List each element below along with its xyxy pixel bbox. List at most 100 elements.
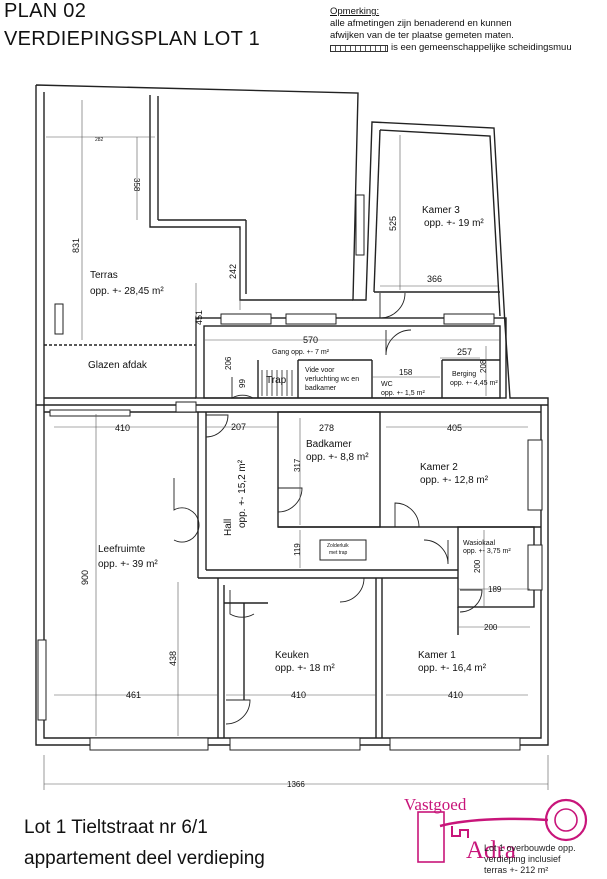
door-icon xyxy=(173,478,200,543)
dim-200-wasiokaal: 200 xyxy=(473,559,482,573)
zolderluik-label-2: met trap xyxy=(329,550,348,556)
logo-door-icon xyxy=(417,811,445,863)
window xyxy=(54,303,64,335)
zolderluik xyxy=(319,539,367,561)
window xyxy=(89,737,209,751)
kamer3-label: Kamer 3 xyxy=(422,205,460,216)
gang-inner xyxy=(203,325,501,399)
door-icon xyxy=(229,590,255,618)
dim-831: 831 xyxy=(71,238,81,253)
dim-99: 99 xyxy=(238,379,247,388)
hall-area: opp. +- 15,2 m² xyxy=(237,459,248,528)
kamer1-area: opp. +- 16,4 m² xyxy=(418,663,487,674)
dim-525: 525 xyxy=(388,216,398,231)
vide-label-1: Vide voor xyxy=(305,367,335,374)
dim-405: 405 xyxy=(447,423,462,433)
vide-label-3: badkamer xyxy=(305,385,337,392)
door-icon xyxy=(225,699,251,725)
vastgoed-logo: Vastgoed Adra Lot 1 overbouwde opp. verd… xyxy=(404,795,588,875)
dim-410-kamer1: 410 xyxy=(448,690,463,700)
logo-note-3: terras +- 212 m² xyxy=(484,865,548,875)
window xyxy=(220,313,272,325)
logo-note-2: verdieping inclusief xyxy=(484,854,561,864)
terras-wall xyxy=(149,95,353,301)
dim-278: 278 xyxy=(319,423,334,433)
dim-438: 438 xyxy=(168,651,178,666)
dim-207: 207 xyxy=(231,422,246,432)
zolderluik-label-1: Zolderluik xyxy=(327,543,349,549)
dimension-lines xyxy=(43,100,549,790)
dim-119: 119 xyxy=(293,543,302,556)
remark-line-2: afwijken van de ter plaatse gemeten mate… xyxy=(330,30,514,41)
footer-description: appartement deel verdieping xyxy=(24,848,265,869)
kamer3-wall xyxy=(379,129,501,317)
dim-461: 461 xyxy=(126,690,141,700)
door-icon xyxy=(459,589,483,613)
logo-note-1: Lot 1 overbouwde opp. xyxy=(484,843,576,853)
door-icon xyxy=(205,414,229,438)
window xyxy=(443,313,495,325)
door-icon xyxy=(385,329,412,356)
remark-block: Opmerking: alle afmetingen zijn benadere… xyxy=(330,6,572,54)
window xyxy=(527,544,543,591)
logo-word-1: Vastgoed xyxy=(404,795,467,814)
window xyxy=(355,194,365,256)
dim-189: 189 xyxy=(488,585,502,594)
door-icon xyxy=(379,292,406,319)
hall-label: Hall xyxy=(223,519,234,536)
key-bow-icon xyxy=(544,798,588,842)
berging-area: opp. +- 4,45 m² xyxy=(450,380,498,387)
key-shaft-icon xyxy=(439,817,549,828)
gang-label: Gang opp. +- 7 m² xyxy=(272,349,330,356)
badkamer-label: Badkamer xyxy=(306,439,352,450)
footer-address: Lot 1 Tieltstraat nr 6/1 xyxy=(24,817,208,838)
wasiokaal-walls xyxy=(457,526,535,608)
doors xyxy=(173,292,483,725)
door-icon xyxy=(231,377,254,399)
window xyxy=(175,401,197,413)
dim-366: 366 xyxy=(427,274,442,284)
terras-label: Terras xyxy=(90,270,118,281)
window xyxy=(37,639,47,721)
dim-317: 317 xyxy=(293,458,302,472)
shared-wall-symbol-icon xyxy=(330,44,388,52)
dim-451: 451 xyxy=(194,310,204,325)
remark-legend: is een gemeenschappelijke scheidingsmuu xyxy=(330,42,572,54)
kamer2-label: Kamer 2 xyxy=(420,462,458,473)
dim-200-kamer1: 200 xyxy=(484,623,498,632)
trap-steps xyxy=(261,370,293,396)
window xyxy=(229,737,361,751)
window xyxy=(285,313,337,325)
remark-legend-text: is een gemeenschappelijke scheidingsmuu xyxy=(391,42,572,53)
keuken-label: Keuken xyxy=(275,650,309,661)
window xyxy=(389,737,521,751)
kamer3-left-wall xyxy=(373,129,381,293)
dim-900: 900 xyxy=(80,570,90,585)
dim-242: 242 xyxy=(228,264,238,279)
leefruimte-area: opp. +- 39 m² xyxy=(98,559,158,570)
plan-subtitle: VERDIEPINGSPLAN LOT 1 xyxy=(4,28,261,50)
door-icon xyxy=(339,577,365,603)
dim-206: 206 xyxy=(224,356,233,370)
remark-line-1: alle afmetingen zijn benaderend en kunne… xyxy=(330,18,512,29)
dim-158: 158 xyxy=(399,368,413,377)
remark-title: Opmerking: xyxy=(330,6,380,17)
leefruimte-label: Leefruimte xyxy=(98,544,146,555)
dim-358: 358 xyxy=(132,178,141,192)
trap-label: Trap xyxy=(266,375,287,386)
dim-282: 282 xyxy=(95,137,104,143)
key-bow-inner-icon xyxy=(554,808,578,832)
glazen-afdak-label: Glazen afdak xyxy=(88,360,148,371)
terras-area: opp. +- 28,45 m² xyxy=(90,286,164,297)
dim-257: 257 xyxy=(457,347,472,357)
wasiokaal-area: opp. +- 3,75 m² xyxy=(463,548,511,555)
berging-label: Berging xyxy=(452,371,476,378)
wc-label: WC xyxy=(381,381,393,388)
wc-area: opp. +- 1,5 m² xyxy=(381,390,425,397)
door-icon xyxy=(394,502,420,528)
vide-label-2: verluchting wc en xyxy=(305,376,359,383)
logo-word-2: Adra xyxy=(466,837,516,864)
badkamer-area: opp. +- 8,8 m² xyxy=(306,452,369,463)
key-bit-icon xyxy=(451,826,469,838)
